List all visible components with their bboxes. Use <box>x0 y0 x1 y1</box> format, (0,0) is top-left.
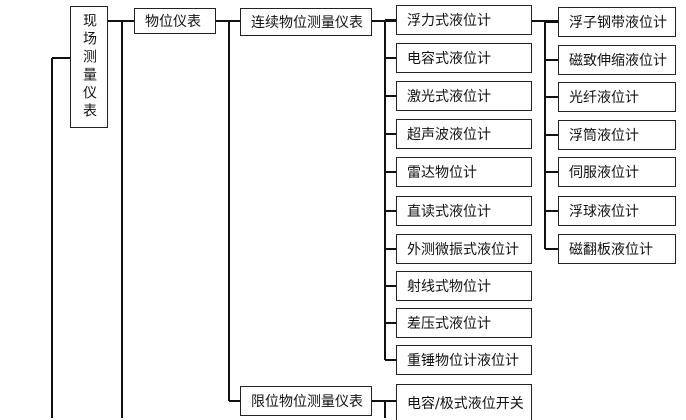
continuous-type-node: 雷达物位计 <box>396 157 532 187</box>
buoyancy-subtype-node: 浮子钢带液位计 <box>558 7 676 37</box>
buoyancy-subtype-node: 浮球液位计 <box>558 196 676 226</box>
continuous-type-node: 外测微振式液位计 <box>396 234 532 264</box>
buoyancy-subtype-node: 磁致伸缩液位计 <box>558 45 676 75</box>
limit-type-node: 电容/极式液位开关 <box>396 384 532 420</box>
continuous-type-node: 超声波液位计 <box>396 119 532 149</box>
level2-node-continuous: 连续物位测量仪表 <box>240 8 372 36</box>
level1-node: 物位仪表 <box>134 8 216 34</box>
buoyancy-subtype-node: 浮筒液位计 <box>558 120 676 150</box>
level2-node-limit: 限位物位测量仪表 <box>240 386 372 416</box>
continuous-type-node: 电容式液位计 <box>396 43 532 73</box>
buoyancy-subtype-node: 磁翻板液位计 <box>558 234 676 264</box>
continuous-type-node: 重锤物位计液位计 <box>396 345 532 375</box>
buoyancy-subtype-node: 伺服液位计 <box>558 157 676 187</box>
continuous-type-node: 直读式液位计 <box>396 196 532 226</box>
continuous-type-node: 浮力式液位计 <box>396 5 532 35</box>
continuous-type-node: 射线式物位计 <box>396 271 532 301</box>
buoyancy-subtype-node: 光纤液位计 <box>558 82 676 112</box>
continuous-type-node: 差压式液位计 <box>396 308 532 338</box>
root-node: 现场测量仪表 <box>70 6 108 128</box>
continuous-type-node: 激光式液位计 <box>396 81 532 111</box>
